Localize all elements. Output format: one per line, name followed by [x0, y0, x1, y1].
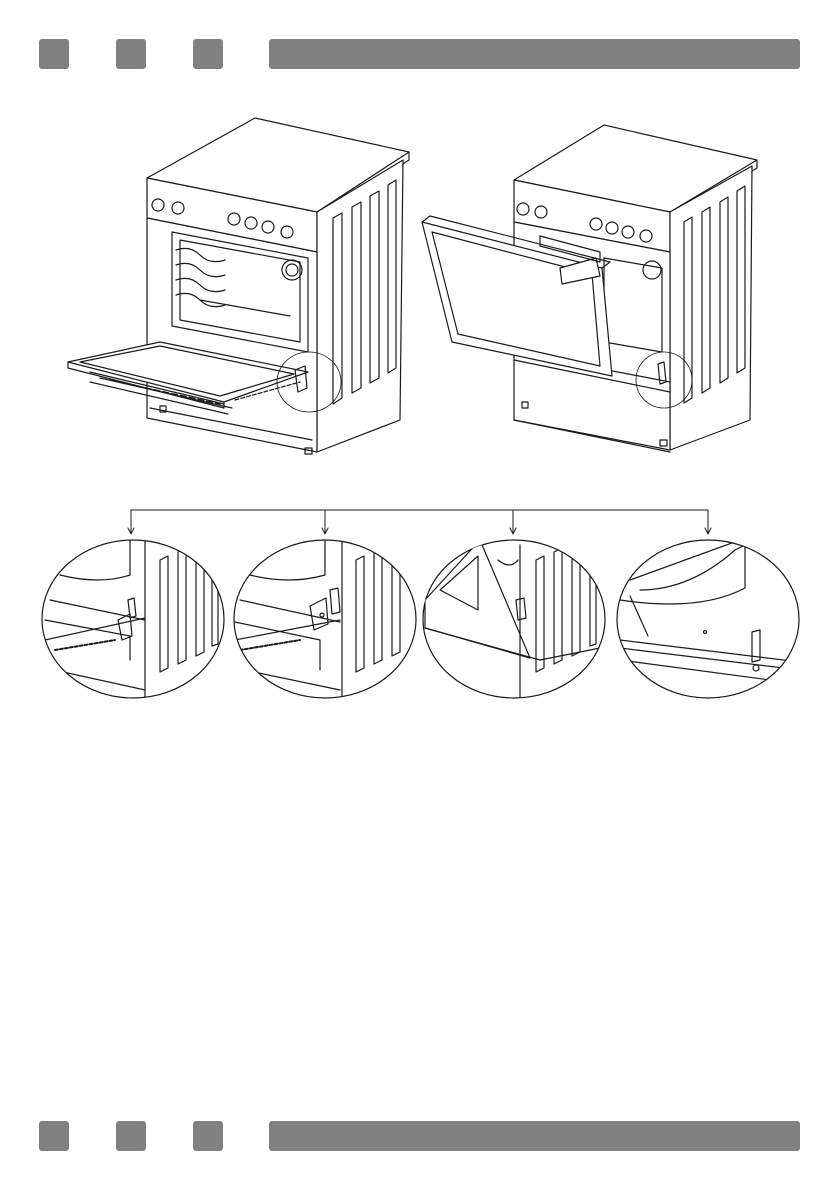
- hinge-detail-1: [42, 534, 224, 700]
- detail-connector: [128, 510, 711, 534]
- hinge-detail-3: [423, 534, 605, 700]
- hinge-detail-2: [234, 540, 416, 700]
- footer-square-1: [39, 1121, 69, 1151]
- hinge-detail-4: [617, 540, 800, 698]
- footer-square-2: [116, 1121, 146, 1151]
- footer-bar: [0, 1121, 839, 1151]
- stove-door-removal: [422, 125, 757, 452]
- footer-square-3: [193, 1121, 223, 1151]
- stove-open-door: [68, 118, 409, 454]
- footer-title-bar: [269, 1121, 800, 1151]
